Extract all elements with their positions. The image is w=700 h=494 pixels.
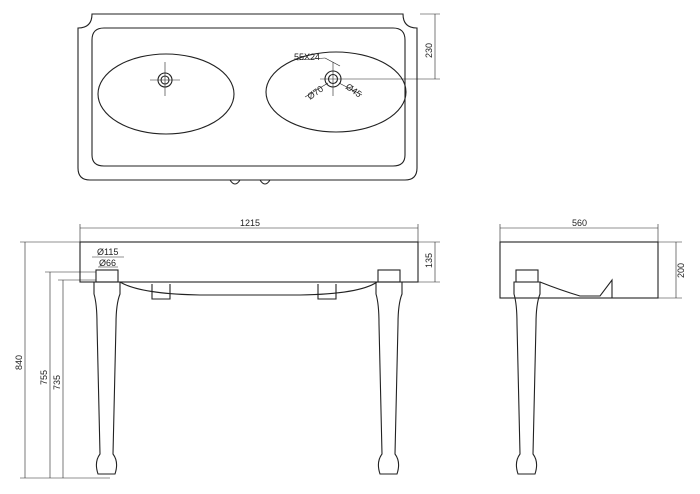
leg-inner-label: Ø66 xyxy=(99,258,116,268)
height-735-label: 735 xyxy=(52,375,62,390)
left-basin xyxy=(97,53,235,135)
top-view: 55X24 Ø70 Ø45 230 xyxy=(77,13,440,185)
slab-height-label: 135 xyxy=(424,253,434,268)
total-height-label: 840 xyxy=(14,355,24,370)
left-leg xyxy=(93,281,121,475)
height-755-label: 755 xyxy=(39,370,49,385)
side-leg xyxy=(513,281,541,475)
side-view: 560 200 xyxy=(499,218,686,475)
right-leg xyxy=(375,281,403,475)
right-basin xyxy=(265,51,407,133)
side-depth-label: 560 xyxy=(572,218,587,228)
tap-hole-label: 55X24 xyxy=(294,52,320,62)
side-height-label: 200 xyxy=(676,263,686,278)
width-label: 1215 xyxy=(240,218,260,228)
front-view: 1215 Ø115 Ø66 135 840 755 735 xyxy=(14,218,440,479)
leg-outer-label: Ø115 xyxy=(97,247,118,257)
top-depth-label: 230 xyxy=(424,43,434,58)
waste-inner-label: Ø45 xyxy=(344,81,364,99)
